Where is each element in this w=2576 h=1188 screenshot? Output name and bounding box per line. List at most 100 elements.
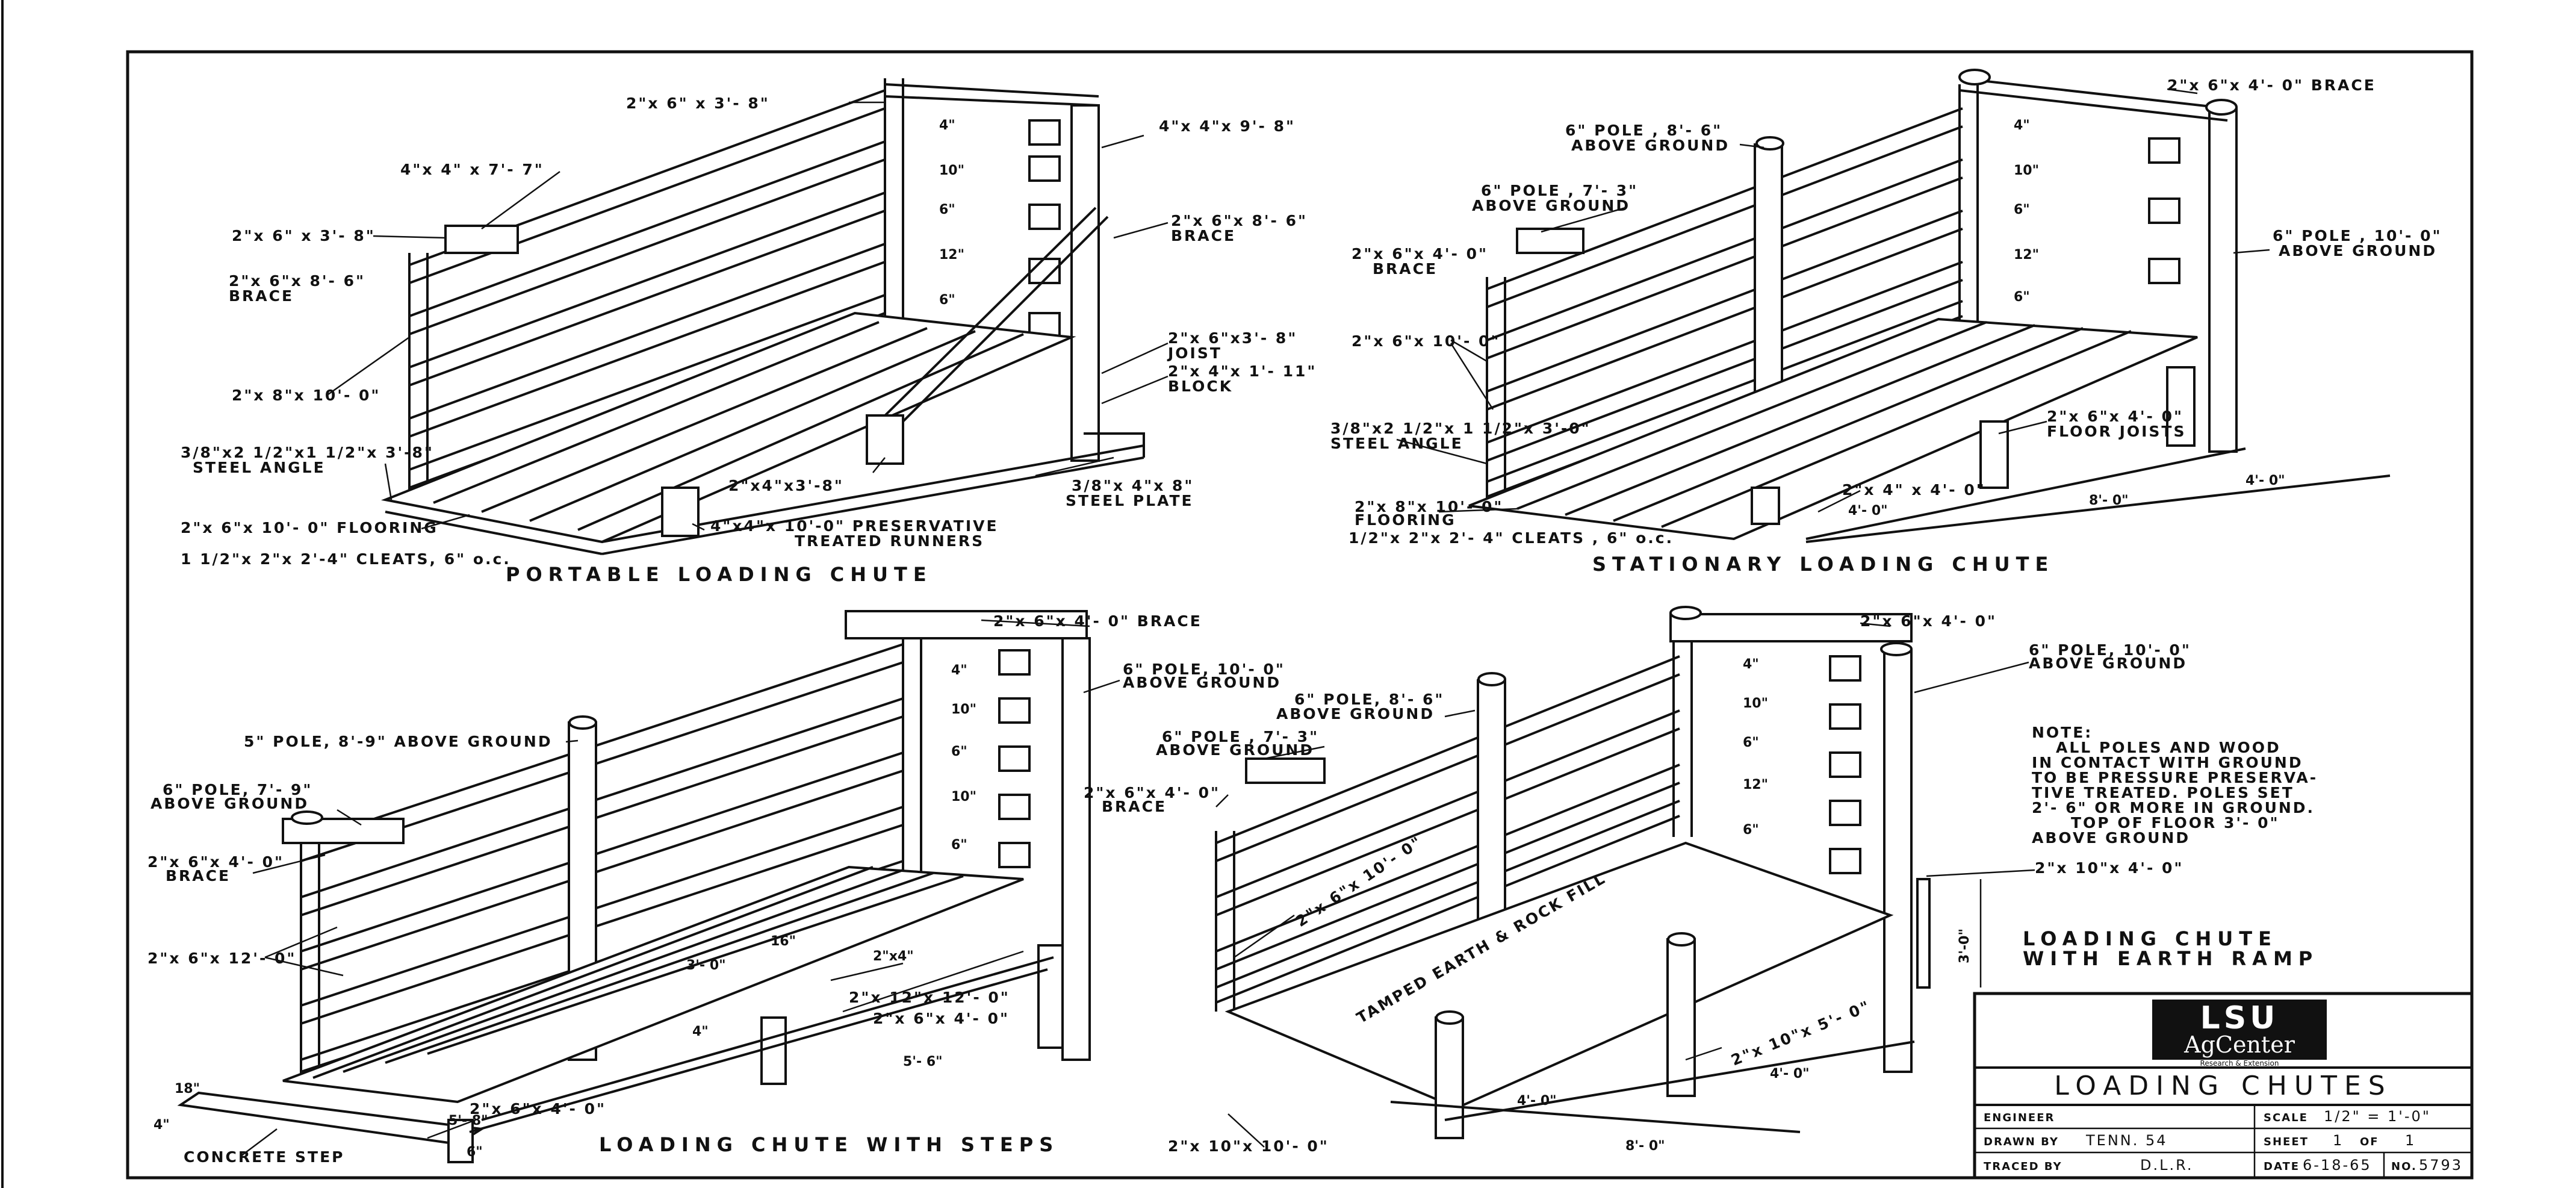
stationary-label-pole-8-6-ag: ABOVE GROUND [1571,137,1730,154]
stationary-dim-4: 12" [2014,247,2039,263]
stationary-dim-7: 8'- 0" [2089,493,2129,508]
stationary-dim-2: 10" [2014,163,2039,178]
earth-ramp-chute-leaders [1215,622,2035,1148]
portable-chute-leaders [327,101,1169,531]
steps-dim-13: 4" [154,1118,170,1133]
earth-label-front: 2"x 10"x 10'- 0" [1168,1137,1329,1155]
note-line-3: TO BE PRESSURE PRESERVA- [2032,769,2318,786]
portable-label-left-brace-word: BRACE [229,287,294,305]
stationary-label-rails: 2"x 6"x 10'- 0" [1352,332,1500,350]
earth-dim-8: 4'- 0" [1770,1066,1810,1081]
portable-label-joist: 2"x 6"x3'- 8" [1168,329,1297,347]
steps-dim-10: 5'- 6" [903,1054,943,1069]
earth-label-cleat: 2"x 6"x 4'- 0" [1860,612,1997,630]
steps-label-pole-7-9: 6" POLE, 7'- 9" [163,781,312,798]
earth-label-pole-7-3-ag: ABOVE GROUND [1156,741,1314,759]
note-line-5: 2'- 6" OR MORE IN GROUND. [2032,799,2315,816]
earth-caption-line1: LOADING CHUTE [2023,927,2277,950]
steps-label-pole-5: 5" POLE, 8'-9" ABOVE GROUND [244,733,553,750]
date-label: DATE [2264,1160,2300,1173]
earth-dim-2: 10" [1743,696,1768,711]
portable-label-cleat-block: 4"x 4" x 7'- 7" [400,161,544,178]
number-value: 5793 [2419,1157,2463,1174]
stationary-label-block: 2"x 4" x 4'- 0" [1842,481,1986,499]
portable-label-joist-word: JOIST [1167,344,1222,362]
drawing-title: LOADING CHUTES [2054,1071,2392,1101]
number-label: NO. [2391,1160,2417,1173]
stationary-caption: STATIONARY LOADING CHUTE [1592,553,2054,576]
earth-dim-7: 4'- 0" [1517,1093,1557,1109]
portable-label-steel-angle: 3/8"x2 1/2"x1 1/2"x 3'-8" [181,444,434,461]
earth-label-pole-7-3: 6" POLE , 7'- 3" [1162,728,1319,745]
traced-by-value: D.L.R. [2140,1157,2194,1174]
steps-dim-14: 6" [467,1145,483,1160]
stationary-dim-5: 6" [2014,290,2030,305]
date-value: 6-18-65 [2303,1157,2372,1174]
portable-dim-4: 12" [939,247,964,263]
portable-label-left-brace: 2"x 6"x 8'- 6" [229,272,365,290]
steps-dim-11: 5'- 8" [448,1113,488,1128]
stationary-dim-1: 4" [2014,118,2030,133]
steps-dim-7: 16" [771,934,796,949]
sheet-label: SHEET [2264,1136,2309,1148]
portable-label-steel-plate-word: STEEL PLATE [1066,492,1194,509]
portable-label-block-word: BLOCK [1168,378,1233,395]
steps-dim-3: 6" [951,744,967,759]
stationary-label-flooring: 2"x 8"x 10'- 0" [1355,498,1503,515]
note-line-2: IN CONTACT WITH GROUND [2032,754,2303,771]
logo-sub: AgCenter [2183,1031,2295,1058]
logo-main: LSU [2200,1000,2279,1036]
earth-label-cleat-left: 2"x 6"x 4'- 0" [1084,784,1220,801]
portable-label-top-cleat: 2"x 6" x 3'- 8" [626,95,770,112]
steps-label-concrete-step: CONCRETE STEP [184,1148,345,1166]
steps-dim-2: 10" [951,702,976,717]
stationary-label-cleats: 1/2"x 2"x 2'- 4" CLEATS , 6" o.c. [1349,529,1674,547]
steps-dim-9: 2"x4" [873,949,914,964]
logo-bottom-bar [2152,1033,2327,1060]
portable-label-flooring: 2"x 6"x 10'- 0" FLOORING [181,519,438,536]
portable-dim-1: 4" [939,118,955,133]
logo-tag: Research & Extension [2200,1059,2279,1068]
sheet-total: 1 [2405,1132,2416,1149]
stationary-label-floor-joists: 2"x 6"x 4'- 0" [2047,408,2183,425]
earth-dim-5: 6" [1743,823,1759,838]
note-line-6: TOP OF FLOOR 3'- 0" [2071,814,2280,832]
portable-chute-structure [380,78,1145,555]
steps-dim-1: 4" [951,663,967,678]
stationary-label-brace: 2"x 6"x 4'- 0" BRACE [2167,76,2376,94]
stationary-chute-drawing: 2"x 6"x 4'- 0" BRACE 6" POLE , 8'- 6" AB… [1330,69,2442,576]
portable-dim-2: 10" [939,163,964,178]
portable-label-right-brace-word: BRACE [1171,227,1236,244]
drawn-by-value: TENN. 54 [2085,1132,2168,1149]
earth-dim-1: 4" [1743,657,1759,672]
steps-chute-drawing: 2"x 6"x 4'- 0" BRACE 6" POLE, 10'- 0" AB… [147,610,1283,1166]
steps-label-pole-7-9-ag: ABOVE GROUND [151,795,309,812]
steps-chute-leaders [240,619,1120,1157]
earth-dim-3: 6" [1743,735,1759,750]
portable-dim-3: 6" [939,202,955,217]
stationary-label-steel-angle: 3/8"x2 1/2"x 1 1/2"x 3'-0" [1330,420,1591,437]
steps-dim-12: 18" [175,1081,200,1096]
portable-label-steel-plate: 3/8"x 4"x 8" [1072,477,1194,494]
earth-dim-9: 8'- 0" [1625,1139,1665,1154]
earth-dim-4: 12" [1743,777,1768,792]
stationary-label-pole-10-ag: ABOVE GROUND [2279,242,2437,260]
portable-label-runners-word: TREATED RUNNERS [795,532,984,550]
steps-label-brace: 2"x 6"x 4'- 0" BRACE [993,612,1202,630]
steps-label-pole-10-ag: ABOVE GROUND [1123,674,1281,691]
portable-label-post: 4"x 4"x 9'- 8" [1159,117,1296,135]
stationary-label-floor-joists-word: FLOOR JOISTS [2047,423,2186,440]
note-line-4: TIVE TREATED. POLES SET [2032,784,2294,801]
portable-dim-5: 6" [939,293,955,308]
stationary-dim-6: 4'- 0" [2245,473,2285,488]
logo-top-bar [2152,1000,2327,1033]
stationary-label-pole-10: 6" POLE , 10'- 0" [2273,227,2442,244]
steps-dim-5: 6" [951,838,967,853]
earth-label-cleat-left-brace: BRACE [1102,798,1167,815]
portable-label-rails: 2"x 8"x 10'- 0" [232,387,380,404]
earth-caption-line2: WITH EARTH RAMP [2023,947,2318,970]
steps-chute-structure [177,610,1091,1163]
steps-label-step-support: 2"x 6"x 4'- 0" [873,1010,1010,1027]
portable-label-cleats: 1 1/2"x 2"x 2'-4" CLEATS, 6" o.c. [181,550,511,568]
